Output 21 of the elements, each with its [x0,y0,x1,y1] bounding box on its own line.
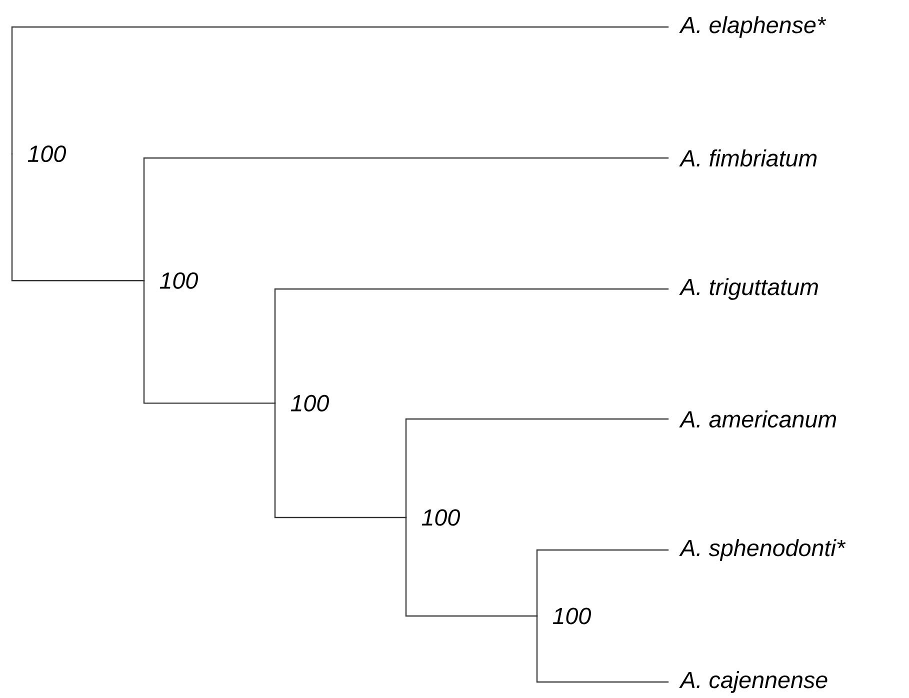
support-value: 100 [160,272,198,289]
tree-branch [274,288,669,404]
taxon-label: A. americanum [679,410,836,428]
tree-branch [143,280,276,404]
taxon-label: A. fimbriatum [679,149,817,167]
tree-branch [11,153,145,282]
tree-branch [536,549,669,617]
tree-branch [11,26,669,154]
tree-branch [143,157,669,282]
tree-branch [405,418,669,518]
tree-branch [405,516,538,617]
taxon-label: A. elaphense* [679,16,826,38]
taxon-label: A. sphenodonti* [679,539,846,561]
support-value: 100 [422,509,460,526]
support-value: 100 [28,146,66,162]
tree-branch [536,615,669,683]
support-value: 100 [290,394,329,412]
support-value: 100 [552,608,591,624]
taxon-label: A. triguttatum [679,278,818,300]
tree-branch [274,402,407,518]
taxon-label: A. cajennense [679,671,828,693]
